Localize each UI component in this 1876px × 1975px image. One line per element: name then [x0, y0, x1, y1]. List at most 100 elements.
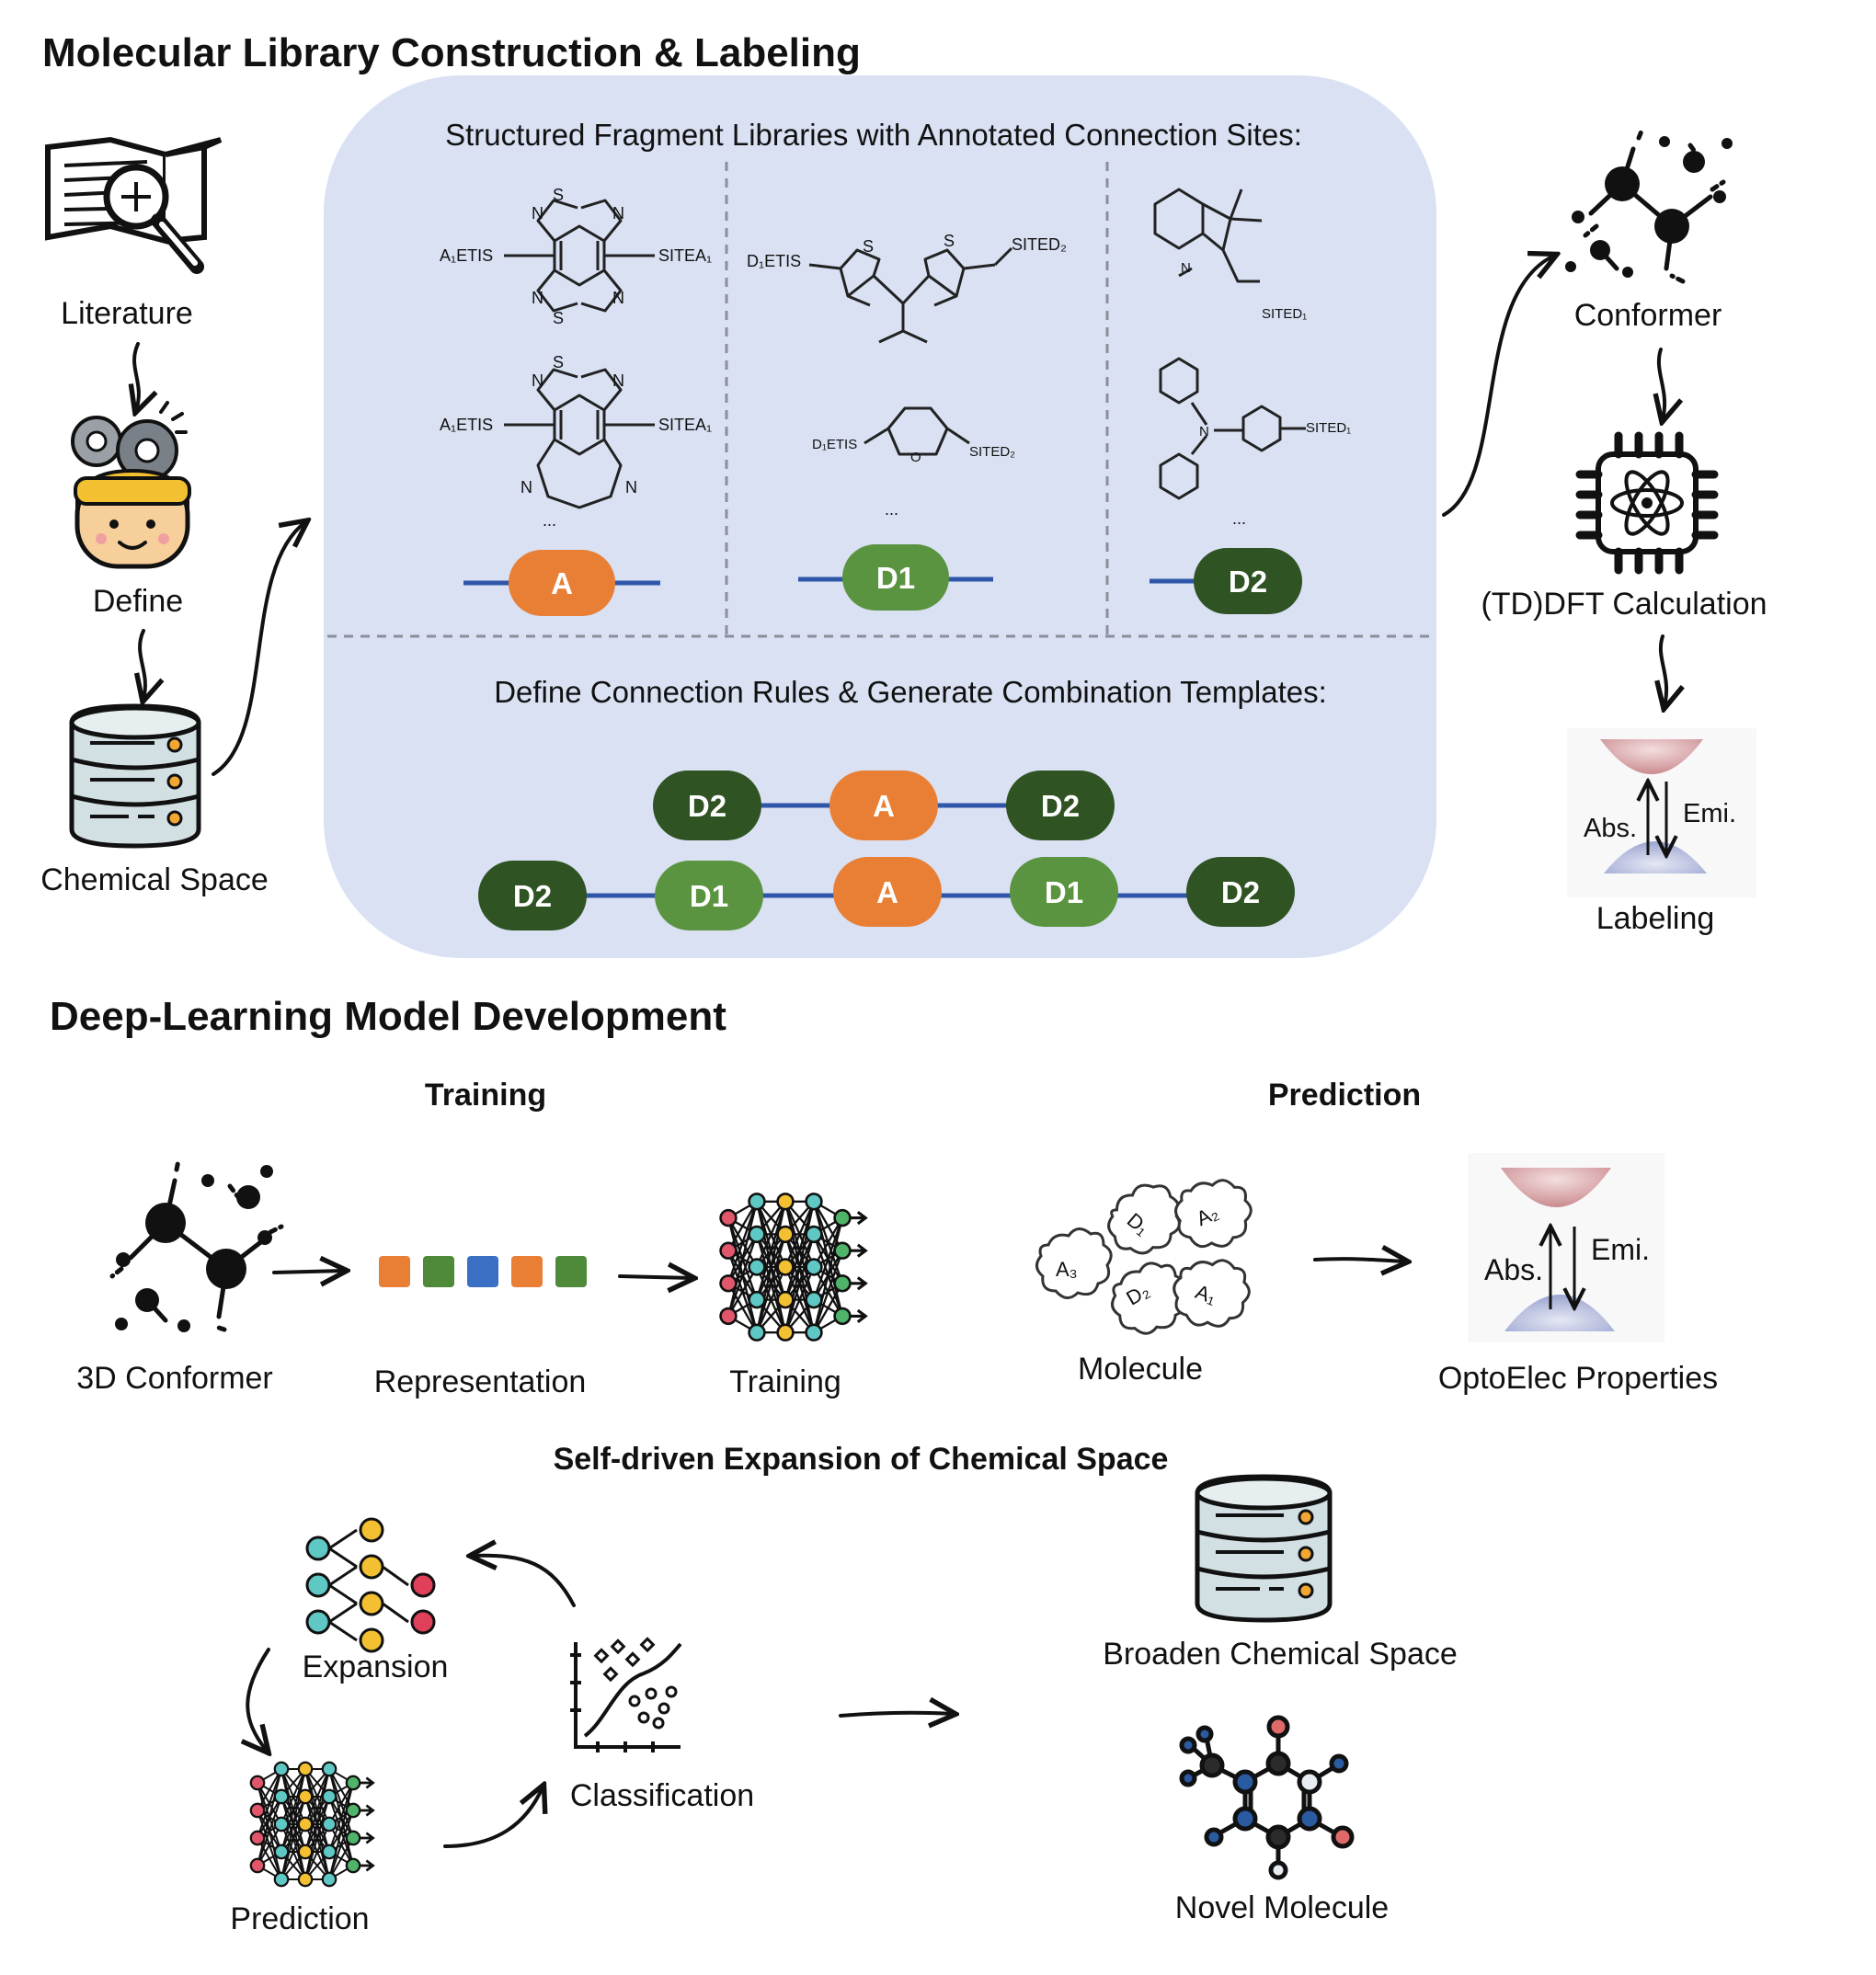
expansion-network-icon: [305, 1517, 436, 1653]
section2-title: Deep-Learning Model Development: [50, 994, 726, 1039]
optoelec-energy-diagram: Abs. Emi.: [1468, 1153, 1664, 1342]
nn-node: [345, 1775, 361, 1791]
left-flow-literature-label: Literature: [61, 296, 193, 331]
acceptor2-n-top-right: N: [612, 371, 624, 390]
nn-connection: [257, 1768, 282, 1811]
acceptor-fragment-structure-1: N N S N N S A₁ETIS SITEA₁: [440, 186, 712, 327]
nn-connection: [755, 1201, 787, 1333]
template-row2-node-5: [1186, 857, 1295, 927]
nn-connection: [813, 1217, 843, 1268]
nn-node: [321, 1788, 337, 1805]
representation-square: [379, 1256, 410, 1287]
left-flow-define-label: Define: [93, 584, 183, 619]
nn-connection: [304, 1796, 330, 1880]
nn-node: [776, 1225, 795, 1244]
nn-output-arrowhead: [365, 1859, 375, 1872]
representation-square: [511, 1256, 543, 1287]
training-step-3d-conformer-label: 3D Conformer: [76, 1361, 273, 1396]
donor1b-right-site: SITED₂: [969, 444, 1015, 460]
donor2b-n-atom: N: [1199, 424, 1209, 440]
template-row2-node-2-label: D1: [690, 879, 728, 913]
donor1a-s-left: S: [863, 237, 874, 256]
donor2a-n-atom: N: [1181, 260, 1191, 276]
nn-node: [345, 1830, 361, 1846]
nn-connection: [755, 1201, 787, 1300]
nn-node: [833, 1208, 852, 1227]
nn-node: [833, 1307, 852, 1326]
donor2b-site: SITED₁: [1306, 420, 1351, 436]
acceptor2-n-top-left: N: [532, 371, 543, 390]
nn-node: [805, 1323, 823, 1341]
nn-node: [297, 1816, 314, 1832]
labeling-emi-label: Emi.: [1683, 799, 1736, 828]
nn-connection: [784, 1266, 816, 1333]
nn-node: [748, 1225, 766, 1244]
nn-node: [321, 1844, 337, 1860]
nn-output-arrowhead: [856, 1276, 868, 1291]
nn-connection: [280, 1823, 306, 1880]
training-step-representation-label: Representation: [374, 1364, 587, 1399]
nn-node: [273, 1844, 290, 1860]
labeling-abs-label: Abs.: [1584, 814, 1637, 843]
nn-node: [321, 1761, 337, 1777]
cycle-expansion-label: Expansion: [303, 1650, 449, 1684]
optoelec-emi-label: Emi.: [1591, 1233, 1650, 1266]
molecule-puzzle-pieces-icon: [1035, 1179, 1253, 1335]
donor1b-left-site: D₁ETIS: [812, 437, 857, 452]
acceptor1-n-top-right: N: [612, 204, 624, 223]
nn-node: [345, 1857, 361, 1874]
expansion-edge: [382, 1565, 409, 1587]
expansion-edge: [328, 1565, 358, 1587]
nn-connection: [280, 1768, 306, 1880]
prediction-neural-network-icon: [249, 1761, 375, 1888]
template-row2: D2 D1 A D1 D2: [478, 857, 1295, 930]
nn-node: [719, 1241, 738, 1260]
nn-connection: [755, 1266, 787, 1333]
expansion-edge: [328, 1583, 358, 1605]
nn-node: [748, 1193, 766, 1211]
representation-square: [467, 1256, 498, 1287]
representation-square: [423, 1256, 454, 1287]
expansion-edge: [328, 1620, 358, 1642]
nn-connection: [328, 1782, 354, 1825]
nn-connection: [784, 1201, 816, 1333]
nn-connection: [812, 1217, 844, 1333]
nn-node: [249, 1802, 266, 1819]
nn-node: [805, 1225, 823, 1244]
acceptor2-right-site: SITEA₁: [658, 416, 712, 434]
nn-node: [748, 1290, 766, 1309]
donor2a-site: SITED₁: [1262, 306, 1307, 322]
nn-node: [719, 1307, 738, 1326]
outcome-novel-molecule-label: Novel Molecule: [1175, 1890, 1389, 1925]
chemical-space-to-panel-arrow: [212, 522, 305, 776]
nn-node: [776, 1193, 795, 1211]
nn-node: [719, 1274, 738, 1293]
right-flow-conformer-label: Conformer: [1574, 298, 1722, 333]
nn-connection: [784, 1201, 816, 1268]
expansion-edge: [382, 1602, 409, 1624]
novel-molecule-icon: [1179, 1715, 1355, 1880]
nn-connection: [304, 1768, 330, 1825]
conformer-to-representation-arrow: [272, 1271, 344, 1273]
nn-connection: [784, 1201, 816, 1300]
nn-connection: [328, 1837, 354, 1880]
template-row2-node-1: [478, 861, 587, 930]
acceptor-ellipsis: ...: [543, 511, 556, 530]
nn-connection: [280, 1768, 306, 1825]
literature-to-define-arrow: [134, 342, 139, 410]
expansion-hidden-node: [359, 1627, 384, 1653]
nn-node: [833, 1241, 852, 1260]
nn-connection: [726, 1201, 759, 1317]
template-row1-node-3: [1006, 771, 1115, 840]
nn-connection: [727, 1266, 758, 1317]
donor2-fragment-structure-1: N SITED₁: [1153, 188, 1307, 322]
nn-node: [273, 1788, 290, 1805]
classification-scatter-icon: [570, 1637, 682, 1752]
literature-book-icon: [45, 136, 223, 274]
nn-node: [297, 1844, 314, 1860]
template-row1-node-2: [829, 771, 938, 840]
conformer-to-dft-arrow: [1659, 348, 1664, 419]
nn-node: [297, 1761, 314, 1777]
expansion-to-prediction-arrow: [247, 1648, 269, 1751]
